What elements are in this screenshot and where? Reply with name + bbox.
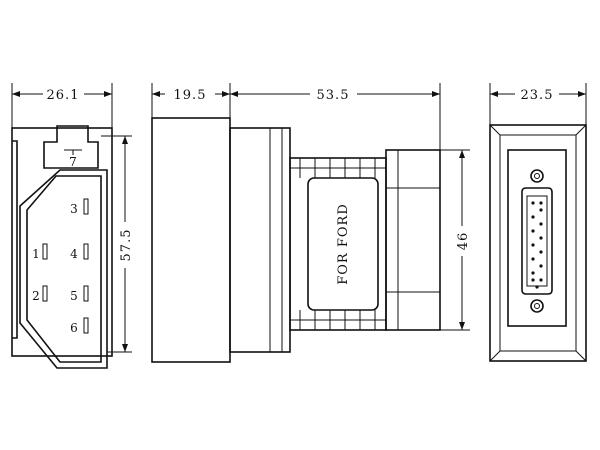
- obd-face-view: 26.1 7 3 1 4 2: [11, 83, 134, 369]
- db15-side-block: [385, 149, 441, 331]
- dim-side-height: 46: [440, 149, 471, 331]
- pin-3: 3: [70, 198, 89, 216]
- dim-width-left: 26.1: [11, 83, 113, 128]
- neck: [289, 157, 387, 331]
- pin-7-label: 7: [69, 155, 77, 169]
- screw-top-icon: [530, 169, 544, 183]
- collar: [229, 127, 291, 353]
- db15-shell: [521, 187, 553, 295]
- side-profile-view: 19.5 53.5: [151, 83, 471, 363]
- pin-1: 1: [32, 243, 48, 261]
- dim-side-body-label: 53.5: [317, 88, 350, 103]
- dim-width-right-label: 23.5: [521, 88, 554, 103]
- dim-side-plug-label: 19.5: [174, 88, 207, 103]
- pin-5: 5: [70, 285, 89, 303]
- pin-4-label: 4: [70, 247, 78, 261]
- dim-width-right: 23.5: [489, 83, 587, 125]
- dim-height-left-label: 57.5: [119, 229, 134, 262]
- screw-bottom-icon: [530, 299, 544, 313]
- pin-6: 6: [70, 317, 89, 335]
- pin-2: 2: [32, 285, 48, 303]
- label-text: FOR FORD: [336, 203, 351, 285]
- db15-frame: [489, 124, 587, 362]
- pin-2-label: 2: [32, 289, 40, 303]
- obd-housing: [11, 127, 113, 357]
- pin-6-label: 6: [70, 321, 78, 335]
- pin-5-label: 5: [70, 289, 78, 303]
- db15-face-view: 23.5: [489, 83, 587, 362]
- db15-pins: [531, 201, 543, 289]
- pin-4: 4: [70, 243, 89, 261]
- pin-3-label: 3: [70, 202, 78, 216]
- label-panel: FOR FORD: [307, 177, 379, 311]
- obd-plug-block: [151, 117, 231, 363]
- main-pin-cavity: [19, 169, 108, 369]
- dim-width-left-label: 26.1: [47, 88, 80, 103]
- db15-plate: [507, 149, 567, 327]
- dim-side-top: 19.5 53.5: [151, 83, 441, 150]
- pin-1-label: 1: [32, 247, 40, 261]
- dim-height-left: 57.5: [101, 135, 134, 353]
- dim-side-height-label: 46: [456, 232, 471, 251]
- pin-7-cavity: 7: [43, 125, 99, 169]
